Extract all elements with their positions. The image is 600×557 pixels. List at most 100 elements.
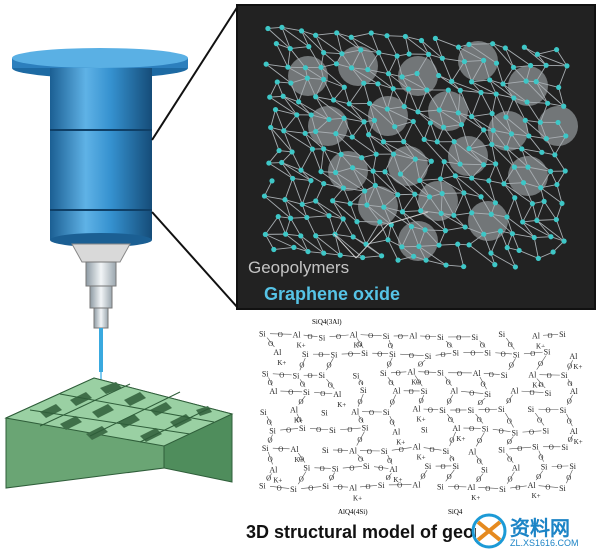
svg-text:Si: Si: [259, 482, 266, 491]
svg-text:O: O: [266, 474, 271, 482]
svg-text:Si: Si: [498, 330, 505, 339]
svg-text:O: O: [509, 362, 514, 370]
svg-text:O: O: [268, 436, 273, 444]
svg-text:O: O: [448, 416, 453, 424]
svg-text:O: O: [296, 416, 301, 424]
svg-text:O: O: [440, 351, 445, 359]
svg-text:O: O: [357, 436, 362, 444]
svg-text:K+: K+: [417, 454, 426, 462]
svg-text:O: O: [369, 409, 374, 417]
svg-text:O: O: [358, 380, 363, 388]
svg-text:Si: Si: [362, 424, 369, 433]
svg-text:Al: Al: [413, 443, 422, 452]
svg-text:O: O: [536, 473, 541, 481]
svg-text:O: O: [489, 371, 494, 379]
svg-text:Si: Si: [561, 371, 568, 380]
svg-text:Al: Al: [389, 465, 398, 474]
svg-text:O: O: [388, 379, 393, 387]
svg-text:Si: Si: [482, 424, 489, 433]
svg-text:Al: Al: [269, 387, 278, 396]
svg-text:Si: Si: [437, 369, 444, 378]
svg-text:Si: Si: [501, 371, 508, 380]
svg-text:O: O: [457, 370, 462, 378]
svg-text:O: O: [320, 390, 325, 398]
svg-text:O: O: [288, 388, 293, 396]
svg-text:Si: Si: [542, 426, 549, 435]
svg-text:Si: Si: [498, 445, 505, 454]
svg-text:Si: Si: [545, 389, 552, 398]
svg-text:O: O: [547, 372, 552, 380]
svg-text:O: O: [416, 378, 421, 386]
svg-text:O: O: [549, 444, 554, 452]
svg-text:O: O: [338, 447, 343, 455]
svg-text:O: O: [308, 333, 313, 341]
svg-text:O: O: [358, 417, 363, 425]
svg-text:K+: K+: [295, 456, 304, 464]
svg-text:O: O: [390, 398, 395, 406]
svg-text:O: O: [477, 437, 482, 445]
svg-text:O: O: [530, 350, 535, 358]
svg-text:Al: Al: [569, 352, 578, 361]
svg-text:K+: K+: [574, 438, 583, 446]
svg-text:Si: Si: [561, 443, 568, 452]
svg-text:O: O: [328, 382, 333, 390]
svg-text:Si: Si: [363, 462, 370, 471]
svg-text:Al: Al: [290, 406, 299, 415]
svg-text:Al: Al: [468, 447, 477, 456]
svg-text:Si: Si: [383, 332, 390, 341]
svg-text:Si: Si: [439, 406, 446, 415]
svg-text:O: O: [499, 427, 504, 435]
svg-text:O: O: [538, 381, 543, 389]
svg-text:Al: Al: [349, 447, 358, 456]
svg-text:K+: K+: [354, 341, 363, 349]
svg-text:O: O: [557, 463, 562, 471]
svg-text:O: O: [368, 332, 373, 340]
svg-text:O: O: [338, 484, 343, 492]
svg-text:O: O: [336, 333, 341, 341]
svg-text:O: O: [538, 360, 543, 368]
svg-text:K+: K+: [396, 438, 405, 446]
svg-text:O: O: [349, 464, 354, 472]
svg-text:O: O: [286, 426, 291, 434]
svg-text:O: O: [267, 418, 272, 426]
svg-text:O: O: [358, 398, 363, 406]
svg-text:Al: Al: [273, 348, 282, 357]
svg-text:Si: Si: [262, 444, 269, 453]
svg-text:O: O: [308, 372, 313, 380]
svg-text:O: O: [421, 472, 426, 480]
svg-text:Al: Al: [393, 387, 402, 396]
svg-text:Si: Si: [421, 387, 428, 396]
svg-text:O: O: [476, 475, 481, 483]
svg-text:Si: Si: [290, 485, 297, 494]
svg-text:O: O: [546, 406, 551, 414]
svg-text:Al: Al: [349, 483, 358, 492]
svg-text:Si: Si: [380, 369, 387, 378]
svg-text:O: O: [424, 369, 429, 377]
svg-text:Si: Si: [527, 405, 534, 414]
svg-text:Si: Si: [259, 330, 266, 339]
svg-text:Al: Al: [291, 445, 300, 454]
svg-text:Al: Al: [413, 405, 422, 414]
svg-text:Si: Si: [303, 464, 310, 473]
scaffold-lattice: [40, 382, 212, 442]
svg-text:Si: Si: [559, 330, 566, 339]
svg-text:O: O: [308, 485, 313, 493]
svg-text:O: O: [478, 399, 483, 407]
svg-text:K+: K+: [294, 417, 303, 425]
svg-text:K+: K+: [353, 494, 362, 502]
svg-text:O: O: [428, 406, 433, 414]
svg-text:O: O: [365, 483, 370, 491]
svg-text:K+: K+: [532, 382, 541, 390]
svg-text:O: O: [418, 361, 423, 369]
svg-text:O: O: [446, 379, 451, 387]
svg-text:Si: Si: [262, 369, 269, 378]
svg-text:O: O: [545, 484, 550, 492]
unit-label-siq4-3al: SiQ4(3Al): [312, 318, 342, 326]
svg-text:O: O: [299, 455, 304, 463]
svg-text:O: O: [508, 341, 513, 349]
svg-text:O: O: [568, 436, 573, 444]
svg-text:Si: Si: [452, 348, 459, 357]
svg-text:O: O: [449, 436, 454, 444]
svg-text:O: O: [477, 458, 482, 466]
